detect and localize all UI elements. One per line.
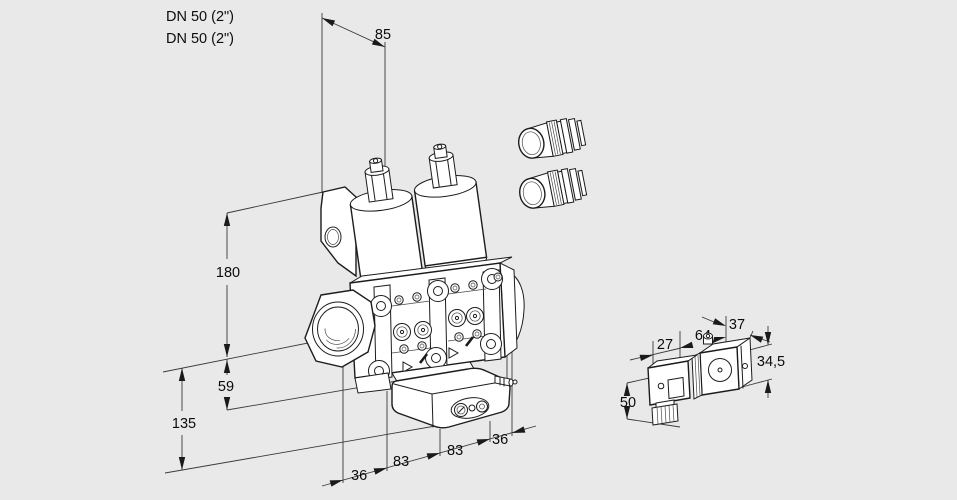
inlet-flange xyxy=(304,289,376,368)
dim-180-label: 180 xyxy=(216,265,240,281)
dim-34-5-label: 34,5 xyxy=(757,354,785,370)
dimension-135: 135 xyxy=(164,368,448,474)
dim-85-label: 85 xyxy=(375,27,391,43)
vent-spigot xyxy=(494,375,518,387)
dim-59-label: 59 xyxy=(218,379,234,395)
dimension-180: 180 xyxy=(216,191,324,357)
dim-27-label: 27 xyxy=(657,337,673,353)
dim-135-label: 135 xyxy=(172,416,196,432)
valve-illustration xyxy=(304,143,525,429)
cable-gland xyxy=(651,399,679,426)
sealing-plug-bottom xyxy=(519,167,588,209)
solenoid-right xyxy=(413,143,488,273)
coil-top-screw xyxy=(703,332,713,345)
dim-36-right-label: 36 xyxy=(492,432,508,448)
mounting-bracket xyxy=(320,186,357,278)
valve-body xyxy=(349,256,525,382)
pressure-regulator xyxy=(354,361,518,429)
test-screws xyxy=(394,280,482,354)
dim-83-left-label: 83 xyxy=(393,454,409,470)
dimension-85: 85 xyxy=(321,13,391,193)
dn50-label-bottom: DN 50 (2") xyxy=(166,31,234,47)
coil-connector xyxy=(647,354,698,406)
connection-size-labels: DN 50 (2") DN 50 (2") xyxy=(166,9,234,47)
thread-lines xyxy=(320,309,356,349)
dim-36-left-label: 36 xyxy=(351,468,367,484)
sealing-plug-top xyxy=(518,117,587,159)
dn50-label-top: DN 50 (2") xyxy=(166,9,234,25)
flow-direction-arrows xyxy=(402,336,475,373)
coil-unit xyxy=(647,332,753,426)
pressure-test-ports xyxy=(393,307,484,341)
strap-bolts xyxy=(368,268,503,382)
dim-50-label: 50 xyxy=(620,395,636,411)
dim-37-label: 37 xyxy=(729,317,745,333)
dimension-coil-34-5: 34,5 xyxy=(741,326,785,398)
dimension-coil-37: 37 xyxy=(701,316,771,350)
dim-83-right-label: 83 xyxy=(447,443,463,459)
